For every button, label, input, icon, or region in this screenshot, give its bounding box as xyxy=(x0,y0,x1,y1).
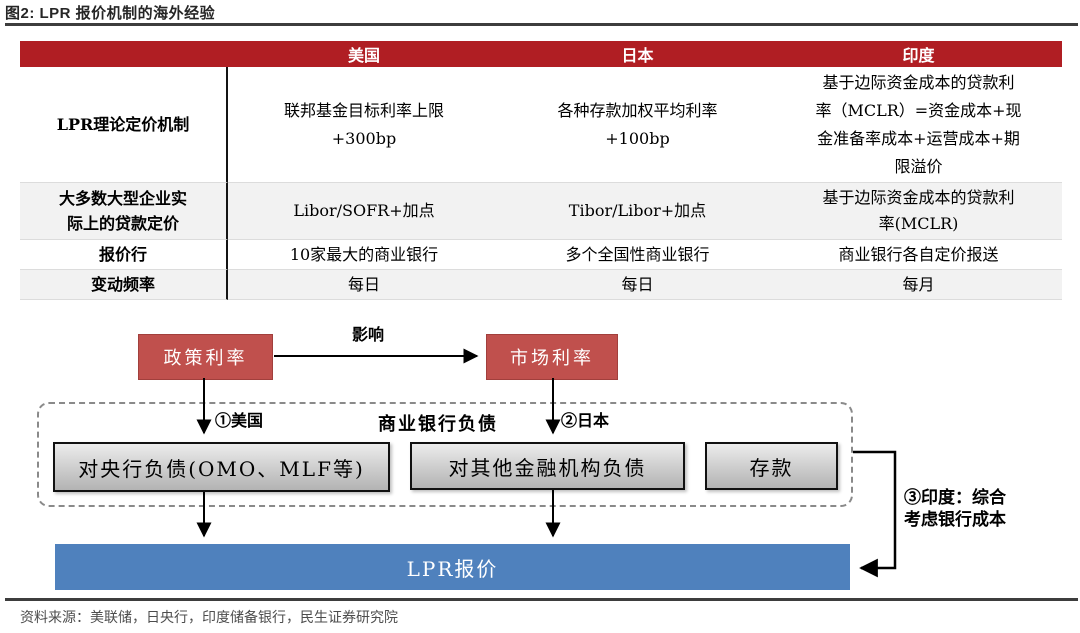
table-cell: 基于边际资金成本的贷款利 率（MCLR）=资金成本+现 金准备率成本+运营成本+… xyxy=(775,67,1062,183)
table-cell: 联邦基金目标利率上限 +300bp xyxy=(228,67,500,183)
table-cell: Libor/SOFR+加点 xyxy=(228,183,500,240)
india-note-label: ③印度：综合 考虑银行成本 xyxy=(904,488,1006,530)
table-cell: Tibor/Libor+加点 xyxy=(500,183,775,240)
table-cell: 各种存款加权平均利率 +100bp xyxy=(500,67,775,183)
lpr-quote-box: LPR报价 xyxy=(55,544,850,590)
jp-path-label: ②日本 xyxy=(561,411,610,430)
comparison-table: 美国 日本 印度 LPR理论定价机制 联邦基金目标利率上限 +300bp 各种存… xyxy=(20,41,1062,300)
table-cell: 基于边际资金成本的贷款利 率(MCLR) xyxy=(775,183,1062,240)
table-header-empty xyxy=(20,41,228,67)
table-header-india: 印度 xyxy=(775,41,1062,67)
table-cell: 每日 xyxy=(228,270,500,300)
table-cell: 每日 xyxy=(500,270,775,300)
table-cell: 商业银行各自定价报送 xyxy=(775,240,1062,270)
table-header-japan: 日本 xyxy=(500,41,775,67)
row-label-change-frequency: 变动频率 xyxy=(20,270,228,300)
bank-liabilities-label: 商业银行负债 xyxy=(378,414,498,435)
policy-rate-box: 政策利率 xyxy=(138,334,273,380)
arrow-india-to-lpr xyxy=(853,450,897,578)
central-bank-liability-box: 对央行负债(OMO、MLF等) xyxy=(53,442,390,492)
source-divider xyxy=(5,598,1078,601)
source-note: 资料来源：美联储，日央行，印度储备银行，民生证券研究院 xyxy=(20,609,398,625)
other-financial-liability-box: 对其他金融机构负债 xyxy=(410,442,685,490)
bank-liabilities-dashed-box xyxy=(37,402,853,507)
deposit-box: 存款 xyxy=(705,442,838,490)
title-underline xyxy=(5,23,1078,26)
market-rate-box: 市场利率 xyxy=(486,334,618,380)
figure-title: 图2: LPR 报价机制的海外经验 xyxy=(5,5,216,22)
us-path-label: ①美国 xyxy=(215,411,264,430)
table-header-us: 美国 xyxy=(228,41,500,67)
row-label-pricing-mechanism: LPR理论定价机制 xyxy=(20,67,228,183)
table-cell: 10家最大的商业银行 xyxy=(228,240,500,270)
table-cell: 每月 xyxy=(775,270,1062,300)
influence-arrow-label: 影响 xyxy=(352,325,385,344)
row-label-loan-pricing: 大多数大型企业实 际上的贷款定价 xyxy=(20,183,228,240)
table-cell: 多个全国性商业银行 xyxy=(500,240,775,270)
row-label-quoting-banks: 报价行 xyxy=(20,240,228,270)
